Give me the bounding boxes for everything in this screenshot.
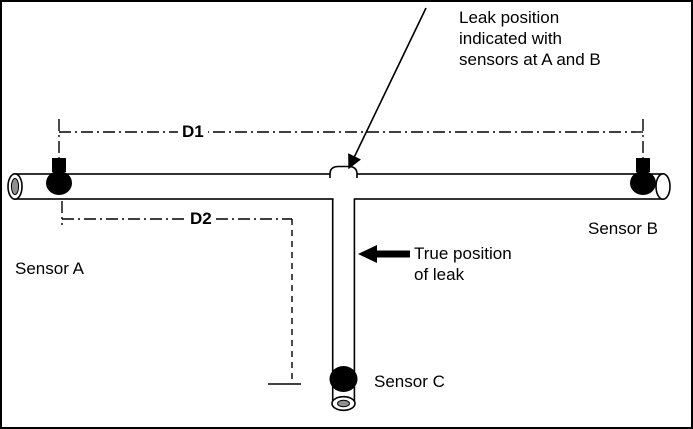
junction-cap — [329, 165, 358, 178]
pipe-right-cap — [655, 173, 671, 201]
pipe-left-opening — [10, 178, 20, 195]
sensor-c-label: Sensor C — [374, 372, 445, 391]
true-position-arrow — [358, 245, 410, 263]
sensor-b-label: Sensor B — [588, 219, 658, 238]
leak-pointer-line — [348, 7, 427, 170]
d2-label: D2 — [186, 208, 216, 229]
vertical-pipe — [333, 178, 354, 404]
sensor-a-label: Sensor A — [15, 259, 84, 278]
sensor-a-body — [46, 158, 72, 195]
vertical-pipe-opening — [337, 399, 350, 408]
true-position-label: True position of leak — [414, 244, 512, 284]
d2-dimension — [61, 201, 301, 385]
leak-note-label: Leak position indicated with sensors at … — [459, 8, 601, 69]
sensor-c-body — [329, 366, 358, 392]
d1-label: D1 — [178, 121, 208, 142]
sensor-b-body — [630, 158, 656, 195]
